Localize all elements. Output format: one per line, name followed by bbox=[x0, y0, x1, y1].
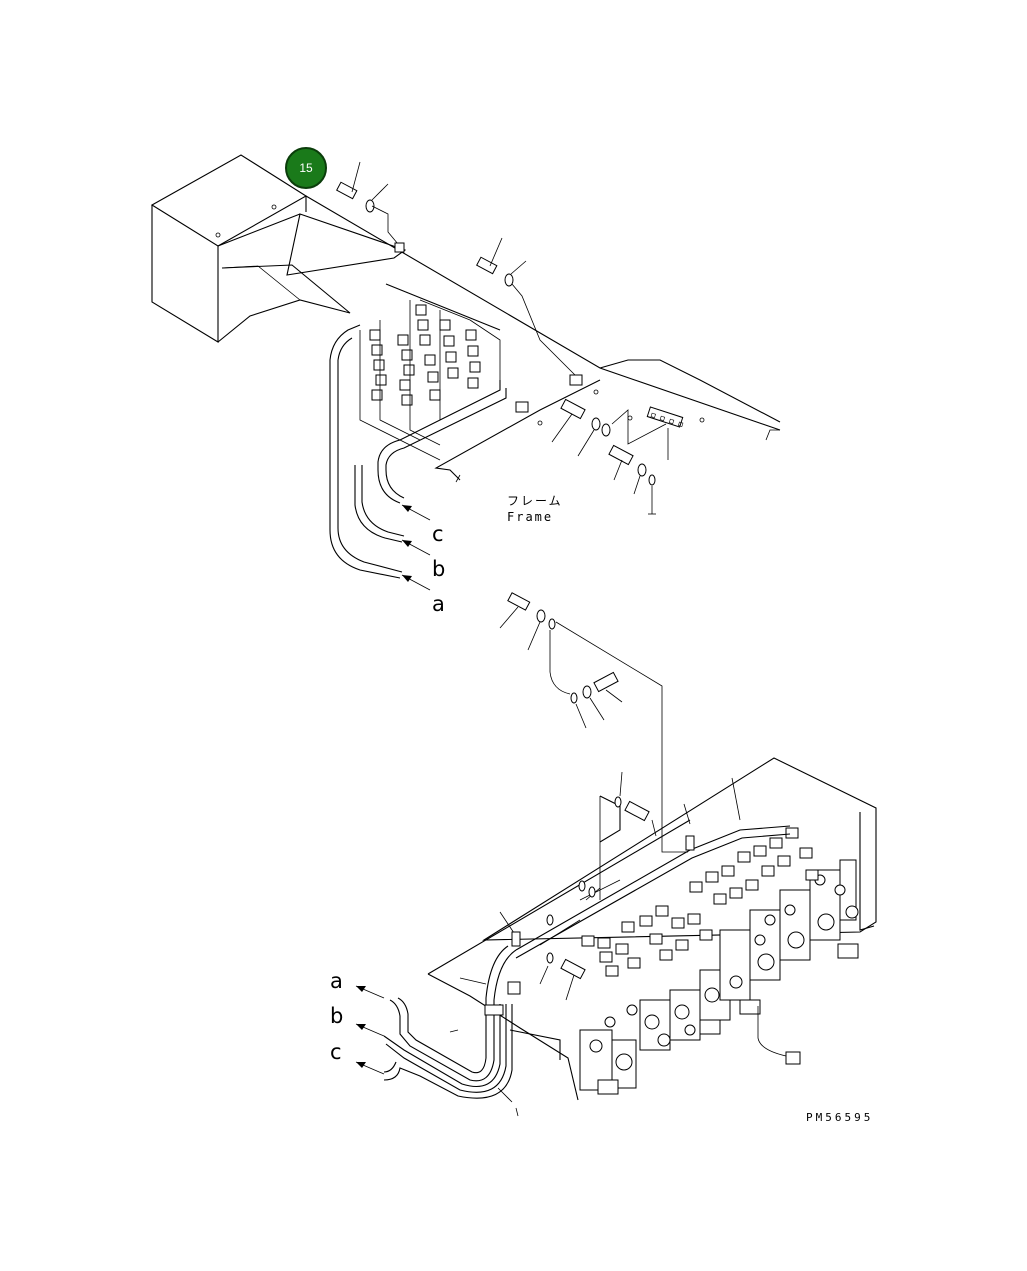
frame-label-en: Frame bbox=[507, 510, 553, 524]
lower-label-a: a bbox=[330, 969, 343, 993]
frame-rail bbox=[305, 195, 781, 483]
upper-bolts: ▫▫▫▫ bbox=[336, 161, 705, 515]
upper-arrows bbox=[401, 504, 431, 591]
lower-arrows bbox=[355, 985, 385, 1075]
callout-number: 15 bbox=[299, 161, 313, 175]
control-valve-blocks bbox=[579, 859, 859, 1095]
upper-label-b: b bbox=[432, 557, 445, 581]
upper-hoses bbox=[329, 324, 507, 579]
lower-harness bbox=[507, 825, 791, 1001]
callout-badge[interactable]: 15 bbox=[285, 147, 327, 189]
upper-connector-bank bbox=[359, 283, 501, 461]
lower-label-c: c bbox=[330, 1040, 342, 1064]
lower-connector-bank bbox=[581, 827, 819, 1065]
lower-label-b: b bbox=[330, 1004, 343, 1028]
drawing-code: PM56595 bbox=[806, 1111, 873, 1124]
middle-bolts bbox=[499, 592, 688, 853]
upper-label-a: a bbox=[432, 592, 445, 616]
frame-box bbox=[150, 154, 407, 343]
upper-label-c: c bbox=[432, 522, 444, 546]
lower-hoses bbox=[383, 945, 519, 1117]
svg-text:▫▫▫▫: ▫▫▫▫ bbox=[648, 408, 689, 432]
frame-label-jp: フレーム bbox=[507, 494, 563, 508]
